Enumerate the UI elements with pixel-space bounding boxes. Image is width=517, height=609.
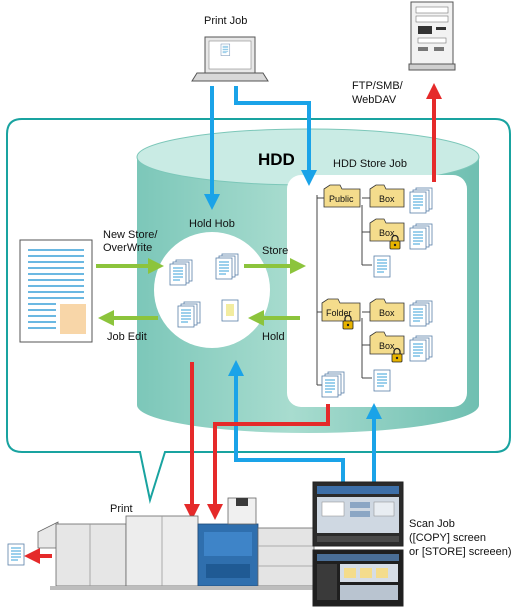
folder-box-3-label: Box [379,308,395,318]
edited-document-icon [221,299,239,322]
hold-job-label: Hold Hob [189,218,235,230]
folder-box-1[interactable]: Box [369,184,405,208]
ftp-label: FTP/SMB/ [352,80,404,92]
folder-public-label: Public [329,194,354,204]
store-label: Store [262,245,288,257]
document-stack-icon [322,372,344,397]
document-stack-icon [410,336,432,361]
store-screen-thumbnail [312,549,404,607]
document-stack-icon [410,188,432,213]
document-stack-icon [216,254,238,279]
store-to-print-arrow [207,404,330,520]
print-job-to-store-arrow [234,86,317,186]
document-icon [373,255,391,278]
laptop-icon [191,36,269,82]
job-edit-label: Job Edit [107,331,147,343]
printer-icon [37,497,316,590]
folder-box-1-label: Box [379,194,395,204]
document-icon [373,369,391,392]
scan-job-label-2: ([COPY] screen [409,532,486,544]
hdd-title: HDD [258,150,295,169]
hold-job-circle [154,232,270,348]
print-label: Print [110,503,133,515]
folder-folder[interactable]: Folder [321,298,361,322]
webdav-label: WebDAV [352,94,397,106]
hold-label: Hold [262,331,285,343]
copy-screen-thumbnail [312,481,404,547]
document-stack-icon [178,302,200,327]
document-stack-icon [170,260,192,285]
document-stack-icon [410,224,432,249]
source-document [19,239,93,343]
folder-box-3[interactable]: Box [369,298,405,322]
folder-box-4-label: Box [379,341,395,351]
server-icon [408,1,456,71]
scan-to-hold-arrow [228,360,345,482]
print-job-label: Print Job [204,15,247,27]
overwrite-label: OverWrite [103,242,152,254]
document-stack-icon [410,301,432,326]
printed-document-icon [7,543,25,566]
scan-job-label: Scan Job [409,518,455,530]
folder-box-2-label: Box [379,228,395,238]
hdd-store-job-label: HDD Store Job [333,158,407,170]
folder-folder-label: Folder [326,308,352,318]
new-store-label: New Store/ [103,229,158,241]
scan-job-label-3: or [STORE] screeen) [409,546,512,558]
folder-tree-lines [316,195,372,386]
folder-public[interactable]: Public [323,184,361,208]
